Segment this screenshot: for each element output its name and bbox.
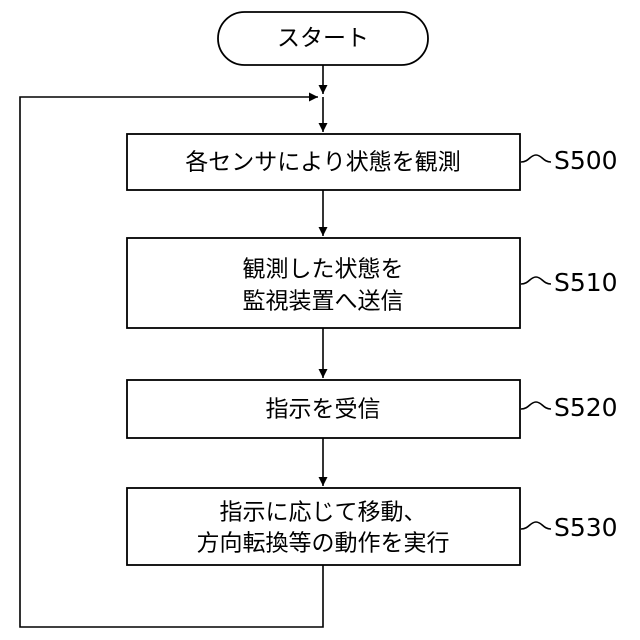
step-id-s520: S520 [554, 393, 618, 422]
step-id-s530: S530 [554, 513, 618, 542]
start-label: スタート [277, 26, 369, 52]
process-label-s510-line1: 観測した状態を [243, 257, 404, 283]
process-label-s530-line1: 指示に応じて移動、 [220, 500, 427, 526]
process-box-s520: 指示を受信 S520 [127, 380, 618, 438]
process-label-s520: 指示を受信 [266, 397, 381, 423]
leader-s500 [521, 155, 551, 162]
leader-s530 [521, 522, 551, 529]
leader-s510 [521, 277, 551, 284]
process-label-s530-line2: 方向転換等の動作を実行 [197, 531, 450, 557]
process-label-s500: 各センサにより状態を観測 [185, 150, 461, 176]
process-box-s500: 各センサにより状態を観測 S500 [127, 134, 618, 190]
step-id-s500: S500 [554, 146, 618, 175]
process-box-s530: 指示に応じて移動、 方向転換等の動作を実行 S530 [127, 488, 618, 565]
process-box-s510-shape [127, 238, 520, 328]
step-id-s510: S510 [554, 268, 618, 297]
leader-s520 [521, 402, 551, 409]
process-label-s510-line2: 監視装置へ送信 [243, 289, 404, 315]
process-box-s510: 観測した状態を 監視装置へ送信 S510 [127, 238, 618, 328]
start-terminal: スタート [218, 12, 428, 65]
